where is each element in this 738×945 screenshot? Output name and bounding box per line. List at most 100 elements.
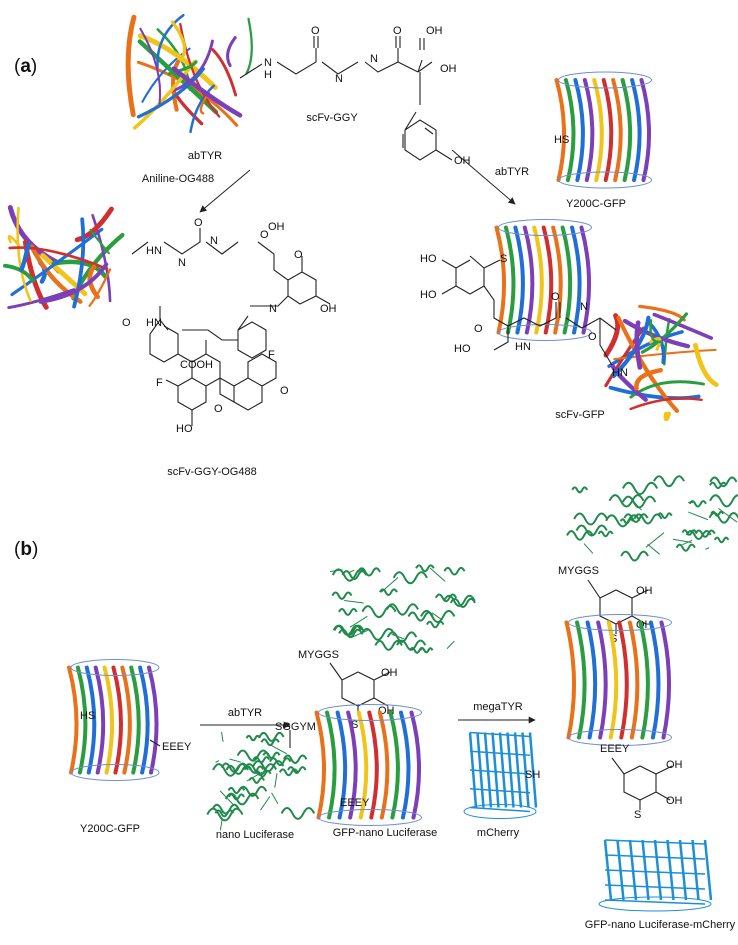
coil-segment bbox=[272, 793, 278, 804]
mcherry-strand bbox=[605, 900, 705, 904]
oh-tag: OH bbox=[381, 667, 398, 679]
coil-segment bbox=[261, 796, 270, 810]
barrel-strand bbox=[557, 80, 565, 180]
scfv-protein-ribbon-right bbox=[606, 306, 716, 419]
barrel-strand bbox=[572, 228, 580, 333]
ribbon-strand bbox=[9, 290, 74, 308]
helix-segment bbox=[339, 609, 357, 615]
sggym-tag: SGGYM bbox=[275, 721, 316, 733]
aniline-label: Aniline-OG488 bbox=[142, 173, 214, 185]
atom-oh: OH bbox=[268, 221, 285, 233]
ribbon-strand bbox=[128, 17, 134, 115]
coil-segment bbox=[584, 544, 593, 554]
mcherry-strand bbox=[680, 840, 686, 900]
helix-segment bbox=[623, 483, 657, 494]
barrel-strand bbox=[582, 228, 590, 333]
atom-o: O bbox=[122, 317, 131, 329]
panel-b: (b) HS EEEY Y200C-GFP abTYR SGGYM nano L… bbox=[14, 476, 738, 931]
abtyr-protein-ribbon bbox=[128, 15, 252, 132]
helix-segment bbox=[715, 538, 729, 543]
barrel-strand bbox=[604, 80, 612, 180]
barrel-strand bbox=[630, 623, 638, 738]
barrel-strand bbox=[380, 713, 388, 818]
barrel-strand bbox=[577, 623, 585, 738]
barrel-strand bbox=[594, 80, 602, 180]
gfp-nano-luciferase-top bbox=[330, 565, 475, 652]
atom-o: O bbox=[551, 291, 560, 303]
atom-cooh: COOH bbox=[180, 359, 213, 371]
coil-segment bbox=[216, 761, 219, 763]
atom-n: N bbox=[370, 53, 378, 65]
helix-segment bbox=[710, 495, 738, 506]
s-tag-final-2: S bbox=[634, 809, 641, 821]
atom-nh: N bbox=[580, 301, 588, 313]
mcherry-strand bbox=[668, 840, 674, 900]
helix-segment bbox=[420, 648, 432, 652]
helix-segment bbox=[394, 572, 427, 583]
helix-segment bbox=[709, 513, 738, 523]
og488-structure: O HN N N O OH O OH N HN O COOH F O F O H… bbox=[122, 217, 337, 435]
helix-segment bbox=[621, 552, 648, 561]
mcherry-strand bbox=[493, 733, 499, 808]
coil-segment bbox=[705, 548, 709, 550]
barrel-strand bbox=[585, 80, 593, 180]
barrel-strand bbox=[575, 80, 583, 180]
mcherry-strand bbox=[470, 789, 530, 793]
atom-hn: HN bbox=[515, 341, 531, 353]
barrel-strand bbox=[544, 228, 552, 333]
coil-segment bbox=[646, 533, 664, 548]
coil-segment bbox=[447, 641, 454, 648]
barrel-strand bbox=[651, 623, 659, 738]
oh-tag-final-3: OH bbox=[666, 759, 683, 771]
barrel-strand bbox=[642, 80, 650, 180]
mcherry-strand bbox=[470, 808, 530, 812]
coil-segment bbox=[648, 544, 660, 554]
atom-oh: OH bbox=[320, 303, 337, 315]
atom-o: O bbox=[393, 25, 402, 37]
mcherry-strand bbox=[705, 840, 711, 900]
gfp-barrel-final bbox=[567, 615, 672, 746]
abtyr-arrow-label: abTYR bbox=[495, 166, 529, 178]
barrel-strand bbox=[105, 668, 113, 773]
helix-segment bbox=[690, 501, 706, 506]
helix-segment bbox=[572, 487, 587, 492]
helix-segment bbox=[427, 622, 443, 627]
helix-segment bbox=[362, 606, 395, 617]
atom-o: O bbox=[194, 217, 203, 229]
mcherry-strand bbox=[605, 885, 705, 889]
barrel-strand bbox=[317, 713, 325, 818]
barrel-strand bbox=[412, 713, 420, 818]
hs-tag: HS bbox=[554, 134, 569, 146]
mcherry-strand bbox=[655, 840, 661, 900]
oh-tag-final-4: OH bbox=[666, 795, 683, 807]
eeey-tag-middle: EEEY bbox=[340, 797, 370, 809]
coil-segment bbox=[632, 500, 641, 510]
atom-o: O bbox=[474, 323, 483, 335]
helix-segment bbox=[621, 519, 633, 523]
abtyr-label-b: abTYR bbox=[228, 707, 262, 719]
hs-tag-b: HS bbox=[80, 710, 95, 722]
barrel-strand bbox=[506, 228, 514, 333]
atom-ho: HO bbox=[420, 253, 437, 265]
atom-oh: OH bbox=[454, 155, 471, 167]
abtyr-label: abTYR bbox=[188, 150, 222, 162]
barrel-strand bbox=[113, 668, 121, 773]
ribbon-strand bbox=[228, 38, 236, 66]
barrel-strand bbox=[515, 228, 523, 333]
atom-o: O bbox=[588, 331, 597, 343]
coil-segment bbox=[222, 732, 223, 742]
barrel-strand bbox=[497, 228, 505, 333]
barrel-strand bbox=[131, 668, 139, 773]
atom-f: F bbox=[156, 377, 163, 389]
barrel-strand bbox=[588, 623, 596, 738]
barrel-strand bbox=[122, 668, 130, 773]
myggs-tag-final: MYGGS bbox=[558, 565, 599, 577]
y200c-gfp-barrel bbox=[557, 72, 652, 188]
barrel-strand bbox=[534, 228, 542, 333]
atom-o: O bbox=[294, 249, 303, 261]
helix-segment bbox=[408, 612, 432, 620]
coil-segment bbox=[344, 601, 364, 603]
mcherry-strand bbox=[470, 770, 530, 774]
atom-s: S bbox=[500, 253, 507, 265]
atom-n: N bbox=[335, 73, 343, 85]
